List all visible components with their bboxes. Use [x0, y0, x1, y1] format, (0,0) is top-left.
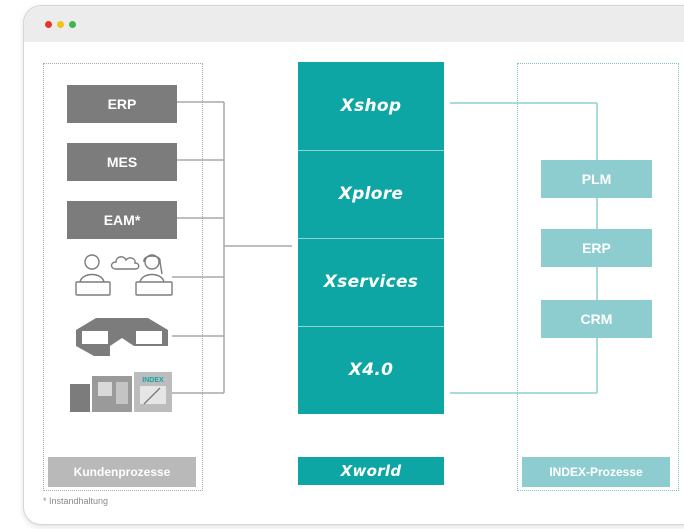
right-region-label: INDEX-Prozesse [522, 457, 670, 487]
close-window-button[interactable] [45, 21, 52, 28]
machine-brand-text: INDEX [142, 377, 164, 384]
module-x40[interactable]: X4.0 [348, 360, 394, 380]
module-xservices[interactable]: Xservices [323, 272, 419, 292]
module-xplore[interactable]: Xplore [338, 184, 404, 204]
footnote: * Instandhaltung [43, 496, 109, 506]
module-separator [298, 326, 444, 327]
left-box-erp: ERP [67, 85, 177, 123]
right-box-crm: CRM [541, 300, 652, 338]
right-box-plm: PLM [541, 160, 652, 198]
left-box-mes: MES [67, 143, 177, 181]
module-separator [298, 150, 444, 151]
vr-glasses-icon [76, 318, 168, 356]
left-region-label: Kundenprozesse [48, 457, 196, 487]
left-box-eam: EAM* [67, 201, 177, 239]
people-laptop-icon [75, 254, 173, 296]
right-box-erp: ERP [541, 229, 652, 267]
module-xshop[interactable]: Xshop [340, 96, 402, 116]
xworld-box[interactable]: Xworld [298, 457, 444, 485]
machine-icon: INDEX [70, 372, 172, 412]
minimize-window-button[interactable] [57, 21, 64, 28]
module-separator [298, 238, 444, 239]
maximize-window-button[interactable] [69, 21, 76, 28]
cloud-icon [110, 256, 140, 270]
title-bar [24, 6, 684, 42]
index-processes-region [517, 63, 679, 491]
